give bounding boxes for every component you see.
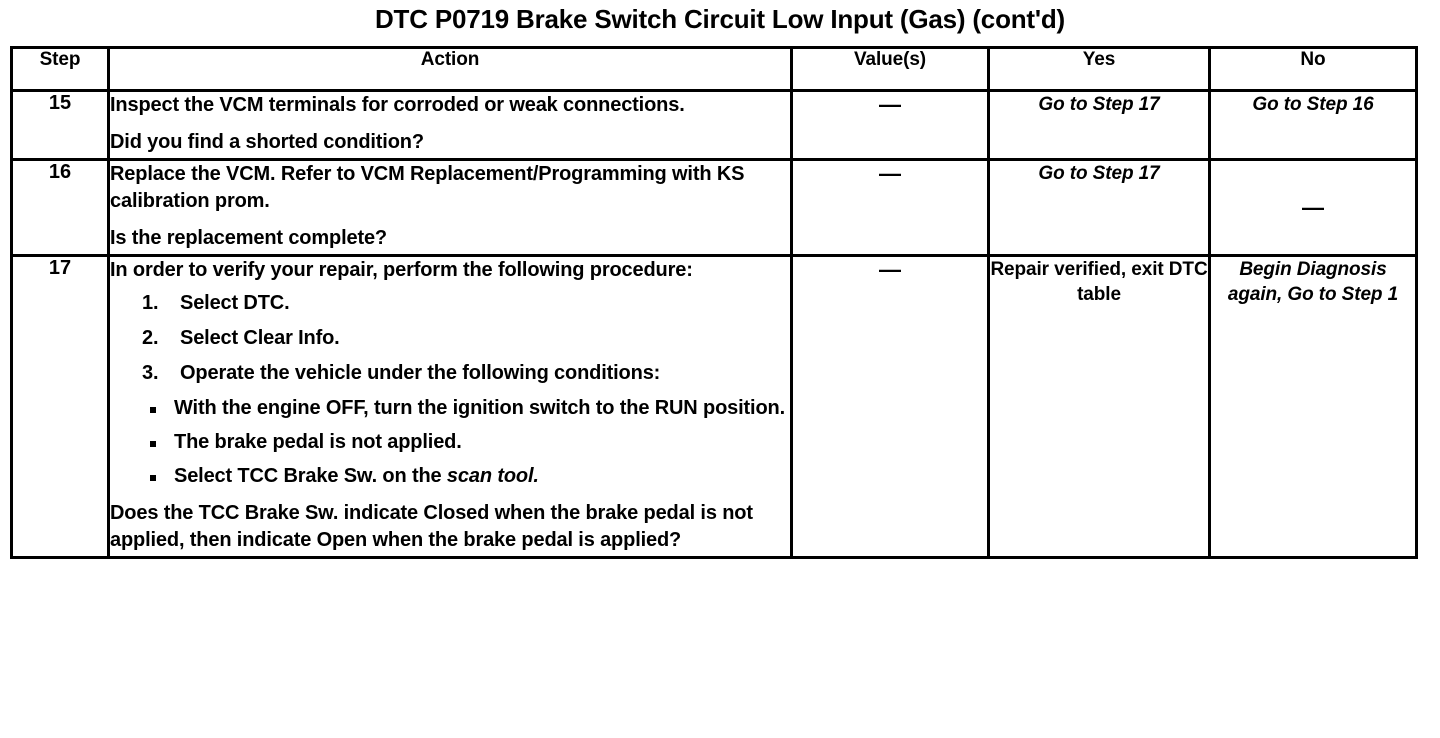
- column-header-yes: Yes: [987, 46, 1211, 92]
- column-header-action: Action: [107, 46, 793, 92]
- yes-branch-cell: Go to Step 17: [987, 158, 1211, 257]
- list-item-emphasis: scan tool.: [446, 465, 539, 487]
- action-paragraph: Inspect the VCM terminals for corroded o…: [110, 94, 685, 116]
- action-paragraph: Replace the VCM. Refer to VCM Replacemen…: [110, 163, 745, 212]
- column-header-value: Value(s): [790, 46, 990, 92]
- yes-branch-cell: Go to Step 17: [987, 89, 1211, 161]
- value-cell: —: [790, 158, 990, 257]
- action-question: Did you find a shorted condition?: [110, 131, 424, 153]
- list-item: Select TCC Brake Sw. on the scan tool.: [146, 463, 790, 490]
- action-question: Is the replacement complete?: [110, 227, 388, 249]
- step-number: 15: [10, 89, 110, 161]
- value-cell: —: [790, 254, 990, 559]
- list-item-text: With the engine OFF, turn the ignition s…: [174, 397, 785, 419]
- action-cell: In order to verify your repair, perform …: [107, 254, 793, 559]
- list-item: With the engine OFF, turn the ignition s…: [146, 395, 790, 422]
- action-cell: Replace the VCM. Refer to VCM Replacemen…: [107, 158, 793, 257]
- step-number: 17: [10, 254, 110, 559]
- yes-branch-cell: Repair verified, exit DTC table: [987, 254, 1211, 559]
- action-question: Does the TCC Brake Sw. indicate Closed w…: [110, 502, 753, 551]
- list-item-text: The brake pedal is not applied.: [174, 431, 462, 453]
- action-intro: In order to verify your repair, perform …: [110, 259, 693, 281]
- list-item: The brake pedal is not applied.: [146, 429, 790, 456]
- dtc-diagnostic-table: Step Action Value(s) Yes No 15 Inspect t…: [10, 46, 1418, 559]
- table-row: 17 In order to verify your repair, perfo…: [10, 254, 1418, 559]
- list-item: Operate the vehicle under the following …: [142, 360, 661, 387]
- action-cell: Inspect the VCM terminals for corroded o…: [107, 89, 793, 161]
- list-item: Select DTC.: [142, 290, 290, 317]
- table-row: 16 Replace the VCM. Refer to VCM Replace…: [10, 158, 1418, 257]
- action-bullet-list: With the engine OFF, turn the ignition s…: [110, 395, 790, 490]
- list-item: Select Clear Info.: [142, 325, 340, 352]
- column-header-step: Step: [10, 46, 110, 92]
- table-row: 15 Inspect the VCM terminals for corrode…: [10, 89, 1418, 161]
- no-branch-cell: —: [1208, 158, 1418, 257]
- list-item-text: Select TCC Brake Sw. on the: [174, 465, 447, 487]
- action-numbered-list: Select DTC. Select Clear Info. Operate t…: [110, 290, 790, 387]
- value-cell: —: [790, 89, 990, 161]
- no-branch-cell: Go to Step 16: [1208, 89, 1418, 161]
- no-branch-cell: Begin Diagnosis again, Go to Step 1: [1208, 254, 1418, 559]
- step-number: 16: [10, 158, 110, 257]
- column-header-no: No: [1208, 46, 1418, 92]
- page-title: DTC P0719 Brake Switch Circuit Low Input…: [374, 4, 1066, 34]
- table-header-row: Step Action Value(s) Yes No: [10, 46, 1418, 92]
